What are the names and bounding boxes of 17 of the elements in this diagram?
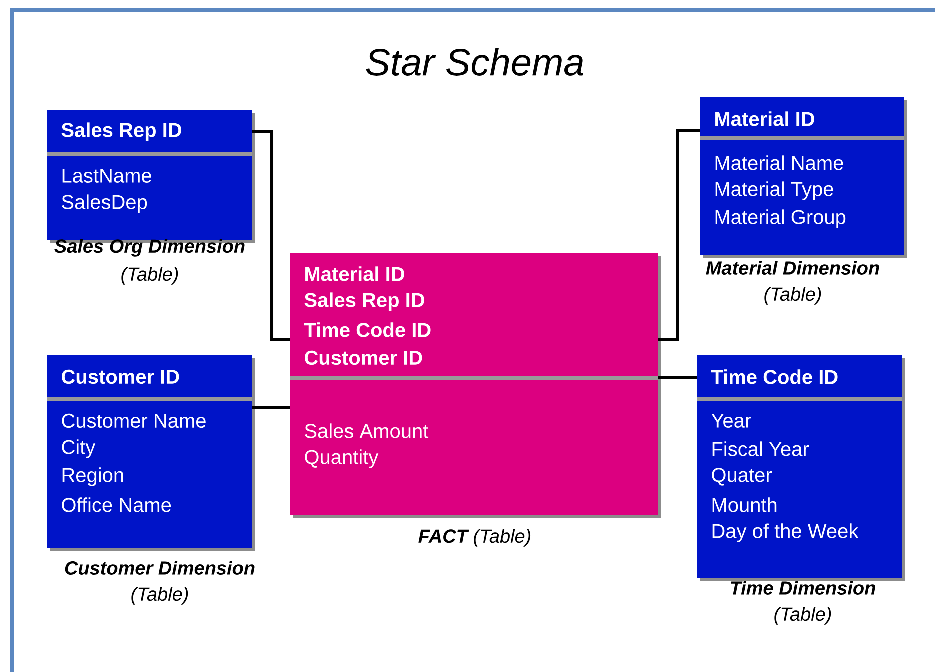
table-caption: Customer Dimension	[65, 561, 255, 575]
table-box: Time Code ID Year Fiscal Year Quater Mounth Day of the Week	[697, 355, 905, 581]
table-caption: (Table)	[122, 267, 178, 285]
table-caption: FACT (Table)	[418, 529, 531, 547]
table-box: Customer ID Customer Name City Region Office Name	[47, 355, 255, 551]
connector-line	[252, 130, 290, 342]
table-caption: Time Dimension	[731, 581, 876, 595]
table-caption: (Table)	[774, 607, 832, 625]
table-caption: (Table)	[132, 587, 188, 605]
table-box: Material ID Material Name Material Type Material Group	[700, 97, 907, 258]
connector-line	[658, 130, 700, 342]
title: Star Schema	[366, 48, 584, 76]
table-caption: (Table)	[764, 287, 822, 305]
connector-line	[658, 376, 697, 380]
table-box: Material ID Sales Rep ID Time Code ID Customer ID Sales Amount Quantity	[290, 253, 661, 518]
table-caption: Material Dimension	[706, 261, 880, 275]
connector-line	[252, 406, 290, 410]
